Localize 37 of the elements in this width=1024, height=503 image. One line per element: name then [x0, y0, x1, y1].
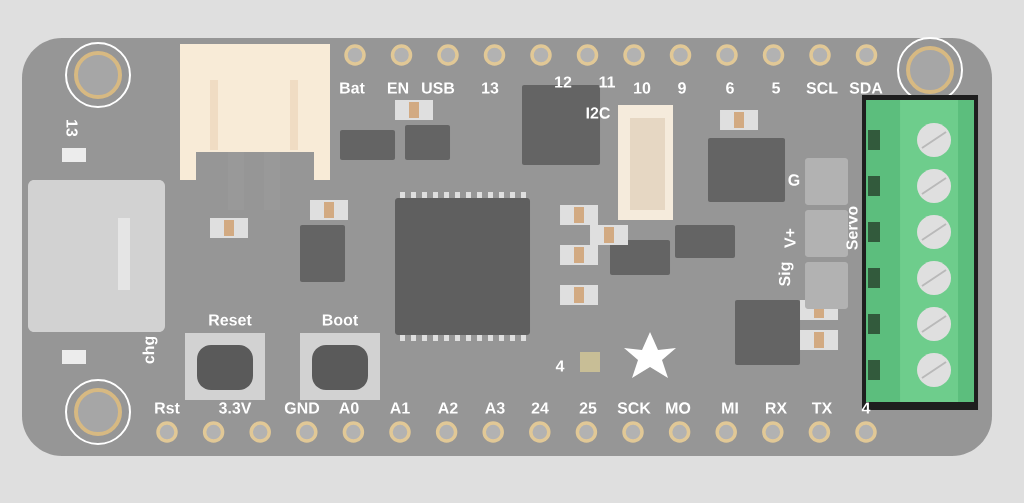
pin-label: SCL: [806, 82, 838, 94]
pin-label: A2: [438, 402, 458, 414]
connector-label: I2C: [586, 107, 610, 119]
pin-label: 3.3V: [218, 402, 252, 414]
pin-label: 10: [634, 82, 651, 94]
pin-label: GND: [284, 402, 320, 414]
pin-label: Bat: [340, 82, 365, 94]
pin-label: A1: [390, 402, 410, 414]
pin-label: USB: [422, 82, 455, 94]
servo-pin-label: V+: [784, 228, 796, 248]
led-label: 4: [555, 360, 565, 372]
pin-label: RX: [765, 402, 787, 414]
pin-label: MO: [666, 402, 691, 414]
pin-label: Rst: [155, 402, 180, 414]
servo-pin-label: G: [788, 174, 800, 186]
pin-label: 25: [579, 402, 597, 414]
servo-pin-label: Sig: [778, 262, 794, 286]
pin-label: 13: [482, 82, 499, 94]
pin-label: A0: [339, 402, 359, 414]
pin-label: 11: [599, 76, 615, 88]
pin-label: TX: [811, 402, 833, 414]
button-label: Reset: [209, 314, 252, 326]
pin-label: 6: [726, 82, 734, 94]
pin-label: EN: [387, 82, 409, 94]
pin-label: 4: [861, 402, 871, 414]
pin-label: 12: [555, 76, 572, 88]
led-label: 13: [66, 120, 78, 137]
pin-label: MI: [722, 402, 738, 414]
pin-label: SDA: [849, 82, 883, 94]
pin-label: 5: [772, 82, 780, 94]
led-label: chg: [142, 336, 158, 364]
servo-label: Servo: [846, 206, 858, 250]
pin-label: SCK: [617, 402, 651, 414]
pin-label: 9: [678, 82, 686, 94]
pin-label: A3: [485, 402, 505, 414]
button-label: Boot: [322, 314, 358, 326]
pin-label: 24: [531, 402, 549, 414]
